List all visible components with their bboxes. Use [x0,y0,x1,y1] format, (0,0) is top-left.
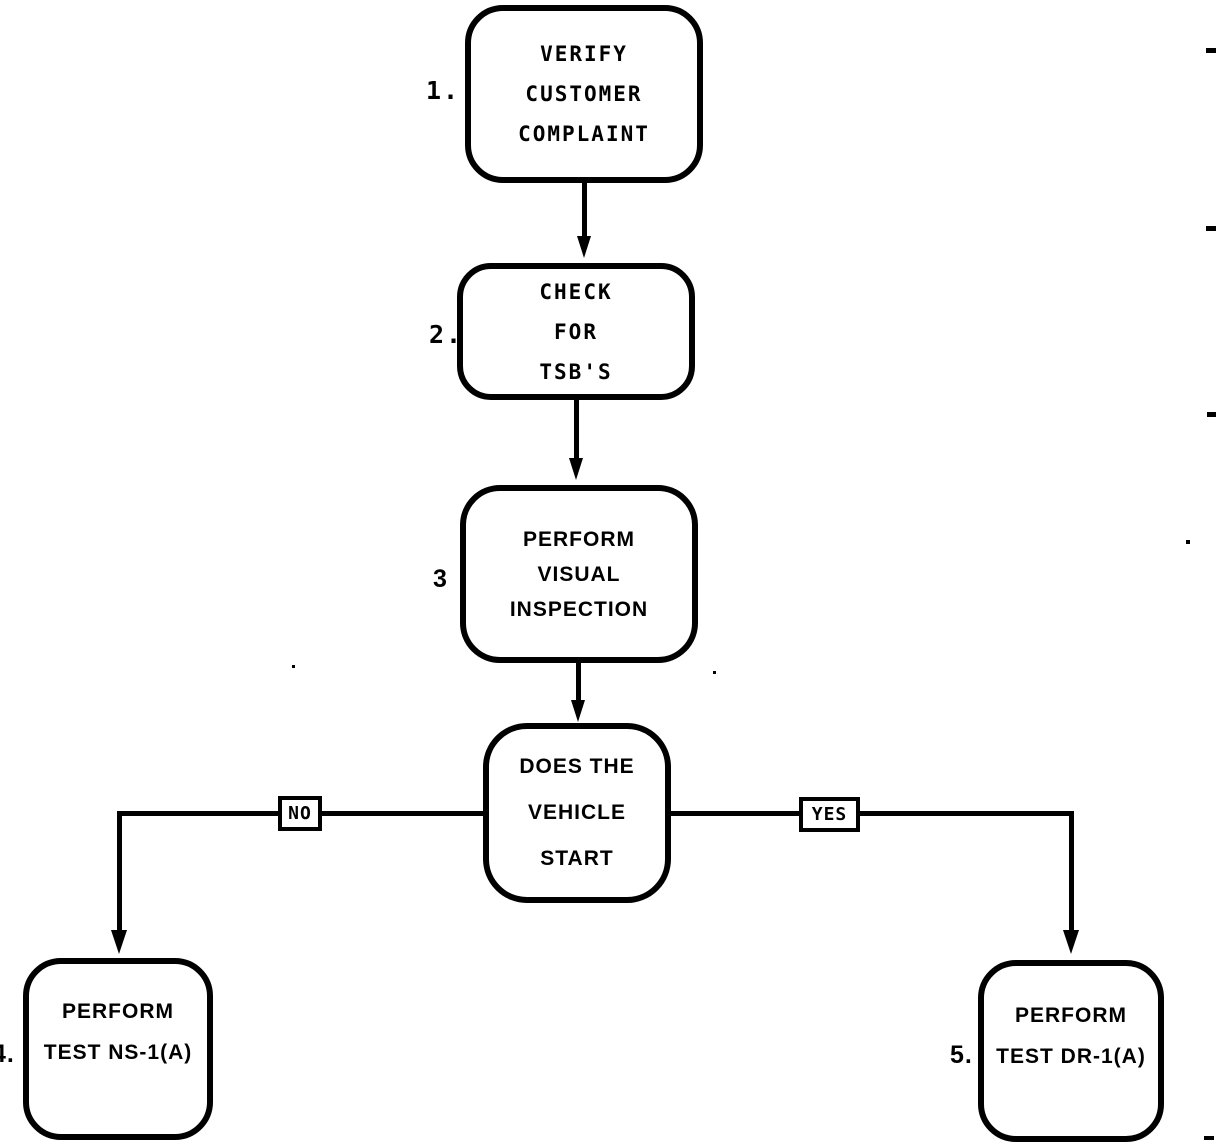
connector-line-no-drop [117,811,122,932]
scan-artifact [1186,540,1190,544]
node-text-line: INSPECTION [509,597,649,621]
node-text-line: CHECK [539,279,613,304]
node-text-line: TEST DR-1(A) [996,1045,1146,1068]
connector-line-2-3 [574,399,579,458]
arrowhead-into-node-5 [1063,930,1079,954]
arrowhead-into-node-3 [569,458,583,480]
node-text-line: COMPLAINT [518,122,650,146]
node-text-line: TEST NS-1(A) [43,1041,193,1064]
scan-artifact [1204,1136,1214,1140]
node-text-line: PERFORM [1015,1004,1127,1027]
node-text-line: PERFORM [62,1000,174,1023]
connector-line-3-4 [576,662,581,702]
node-text-line: PERFORM [523,527,635,551]
connector-line-yes-drop [1069,811,1074,932]
branch-label-yes-text: YES [811,804,848,825]
step-number-1: 1. [426,76,461,105]
step-number-4: 4. [0,1040,15,1068]
node-text-line: DOES THE [519,755,635,778]
branch-label-no-text: NO [288,803,312,824]
connector-line-yes-branch [668,811,1074,816]
scan-artifact [292,665,295,668]
scan-artifact [1207,412,1216,417]
node-text-line: VEHICLE [527,801,626,824]
arrowhead-into-node-2 [577,236,591,258]
flow-node-does-the-vehicle-start: DOES THE VEHICLE START [483,723,671,903]
node-text-line: CUSTOMER [525,82,643,106]
flow-node-perform-visual-inspection: PERFORM VISUAL INSPECTION [460,485,698,663]
connector-line-1-2 [582,182,587,237]
arrowhead-into-node-4 [111,930,127,954]
node-text-line: VERIFY [540,42,628,66]
step-number-2: 2. [429,320,464,349]
step-number-3: 3 [433,565,448,593]
node-text-line: START [540,847,614,870]
scan-artifact [1206,226,1216,231]
flow-node-perform-test-dr-1a: PERFORM TEST DR-1(A) [978,960,1164,1142]
arrowhead-into-decision [571,700,585,722]
node-text-line: VISUAL [537,562,621,586]
node-text-line: FOR [554,319,598,344]
scan-artifact [1206,48,1216,53]
flow-node-verify-customer-complaint: VERIFY CUSTOMER COMPLAINT [465,5,703,183]
flow-node-perform-test-ns-1a: PERFORM TEST NS-1(A) [23,958,213,1140]
branch-label-no: NO [278,796,322,831]
scan-artifact [713,671,716,674]
step-number-5: 5. [950,1041,973,1069]
branch-label-yes: YES [799,797,860,832]
flow-node-check-for-tsbs: CHECK FOR TSB'S [457,263,695,400]
node-text-line: TSB'S [539,359,613,384]
